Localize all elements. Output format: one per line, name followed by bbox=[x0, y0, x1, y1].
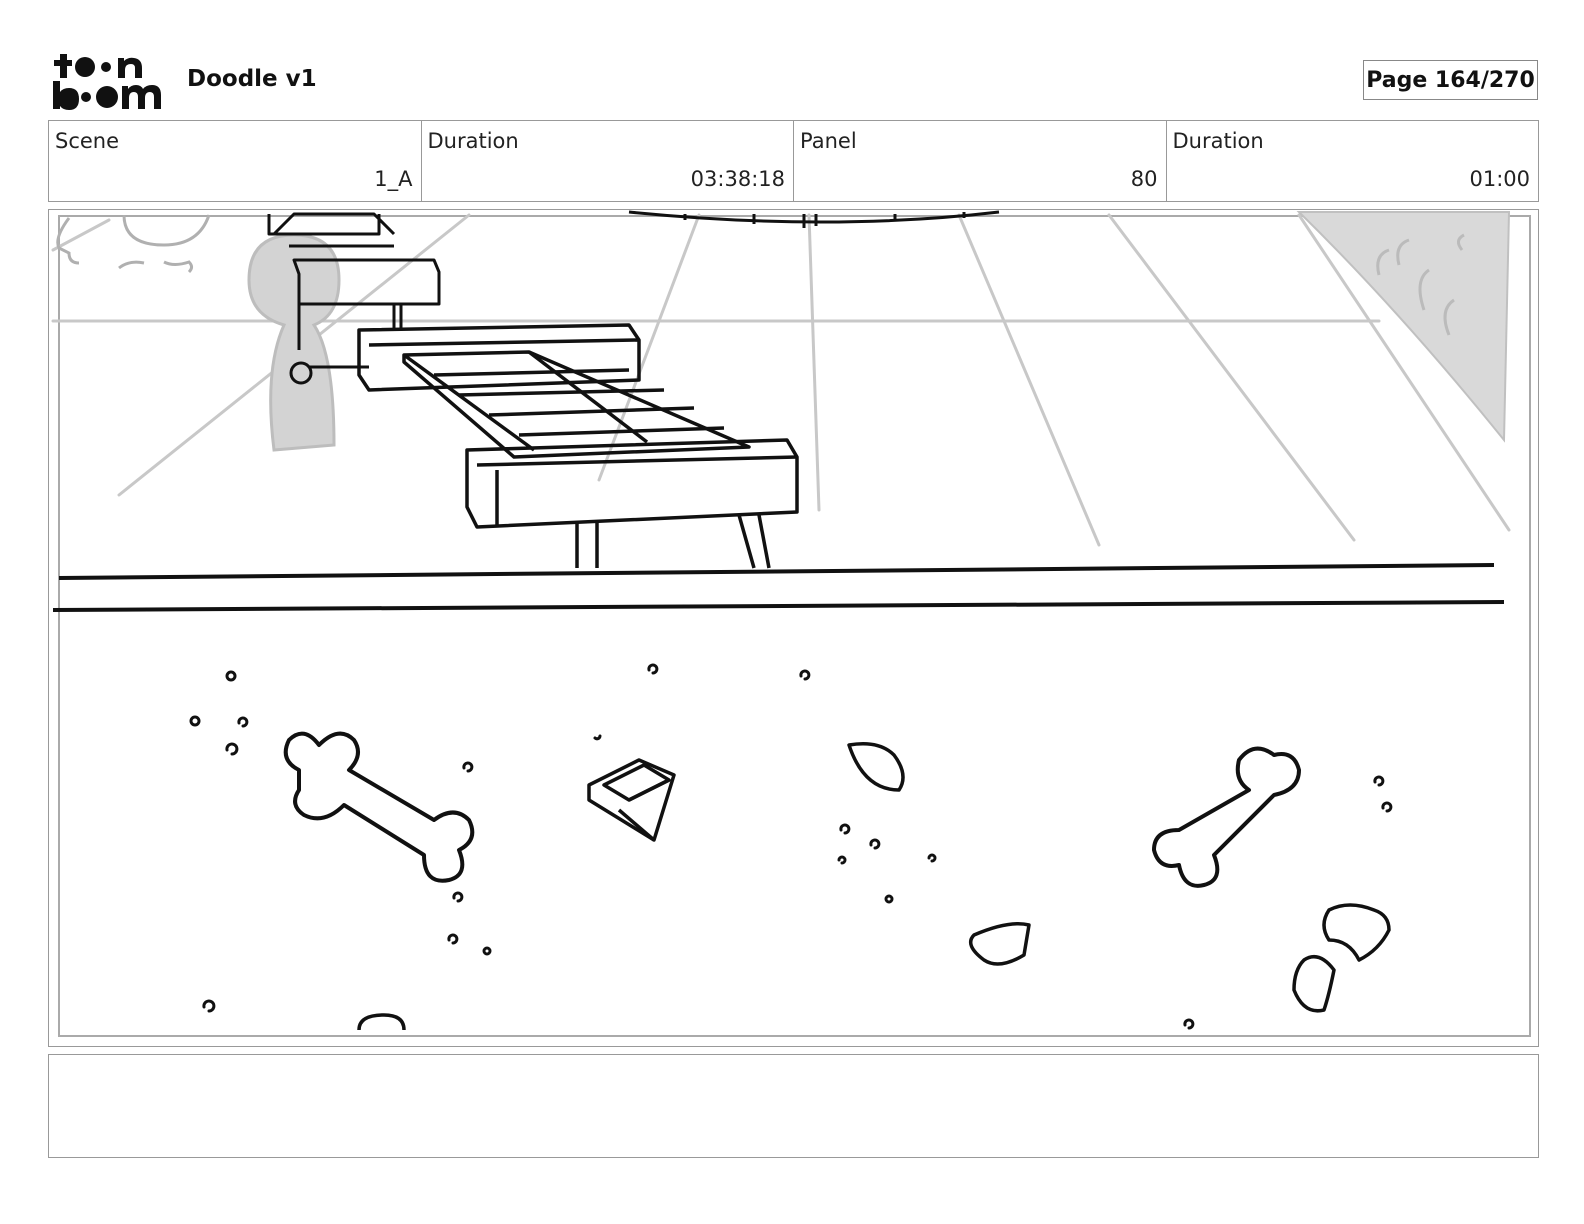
panel-duration-label: Duration bbox=[1172, 129, 1264, 153]
panel-duration-cell: Duration 01:00 bbox=[1167, 121, 1539, 201]
scene-duration-value: 03:38:18 bbox=[690, 167, 785, 191]
scene-value: 1_A bbox=[374, 167, 413, 191]
scene-label: Scene bbox=[55, 129, 120, 153]
document-title: Doodle v1 bbox=[187, 66, 317, 92]
toonboom-logo bbox=[50, 50, 165, 112]
scene-duration-cell: Duration 03:38:18 bbox=[422, 121, 794, 201]
panel-label: Panel bbox=[800, 129, 857, 153]
storyboard-panel bbox=[48, 209, 1539, 1047]
panel-cell: Panel 80 bbox=[794, 121, 1167, 201]
scene-duration-label: Duration bbox=[427, 129, 519, 153]
panel-caption-box bbox=[48, 1054, 1539, 1158]
panel-value: 80 bbox=[1130, 167, 1158, 191]
panel-info-table: Scene 1_A Duration 03:38:18 Panel 80 Dur… bbox=[48, 120, 1539, 202]
panel-duration-value: 01:00 bbox=[1469, 167, 1530, 191]
scene-cell: Scene 1_A bbox=[49, 121, 422, 201]
panel-sketch bbox=[51, 210, 1531, 1037]
page-indicator: Page 164/270 bbox=[1363, 60, 1538, 100]
